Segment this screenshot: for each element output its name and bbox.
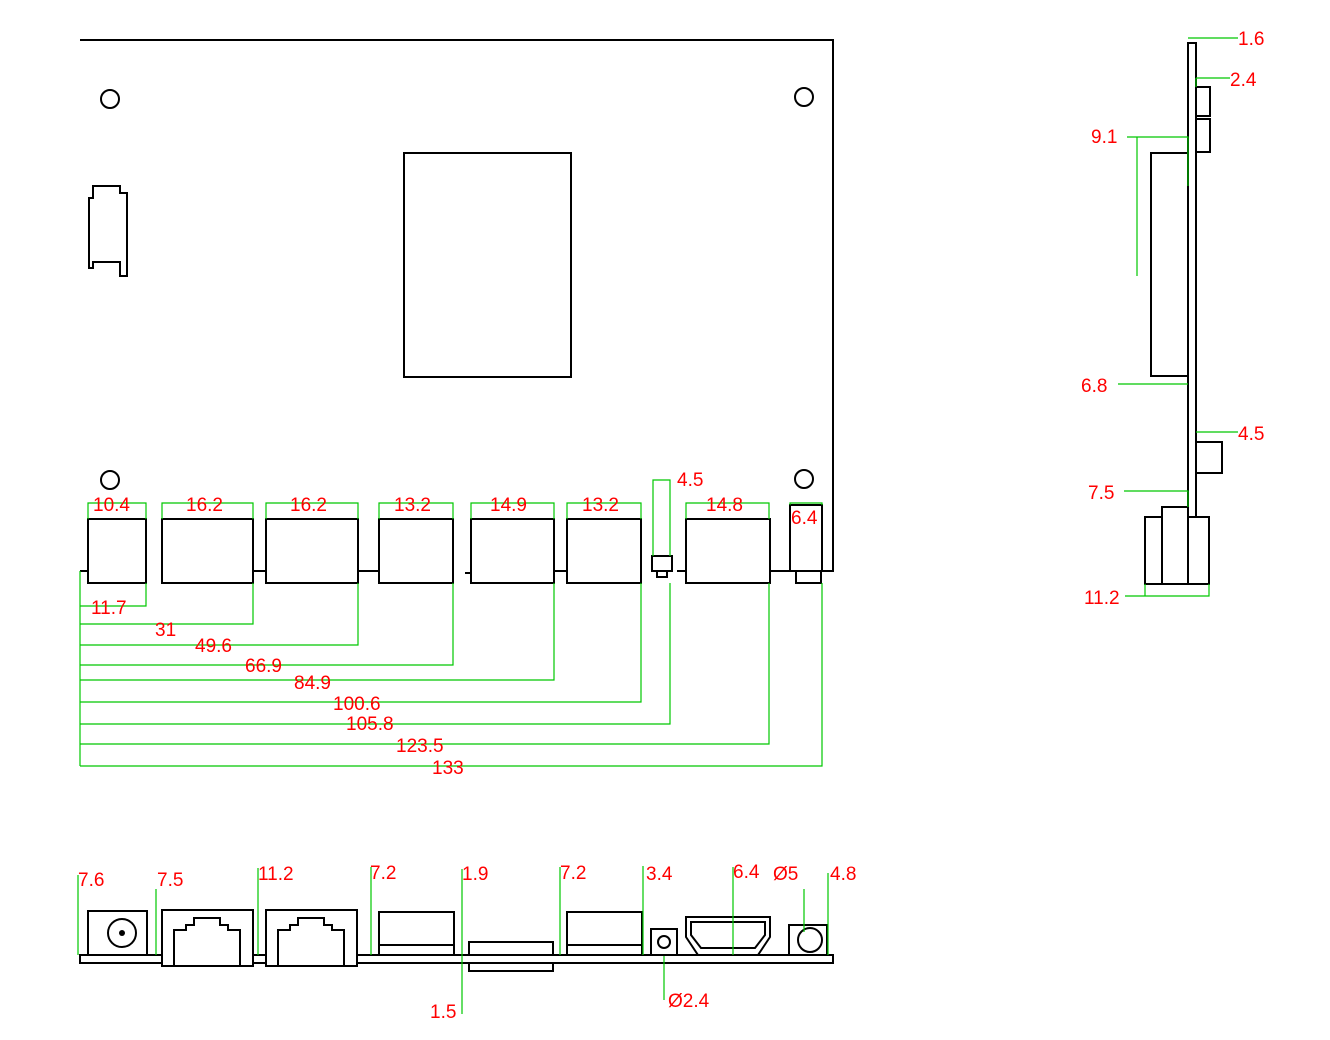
mounting-hole: [100, 89, 120, 109]
dim-label: 4.5: [1238, 424, 1264, 445]
front-usb-2: [566, 911, 643, 956]
front-led-lens: [657, 935, 671, 949]
port-usb-2: [566, 518, 642, 584]
dim-label: 4.5: [677, 470, 703, 491]
dim-label: Ø2.4: [668, 991, 710, 1012]
board-outline: [80, 39, 834, 572]
front-dc-jack-pin: [119, 930, 125, 936]
front-audio: [788, 924, 828, 956]
front-audio-jack: [797, 927, 823, 953]
front-view: 7.6 7.5 11.2 7.2 1.9 7.2 3.4 6.4 Ø5 4.8 …: [77, 862, 856, 1023]
dim-label: 7.5: [1088, 483, 1114, 504]
port-dc-jack: [87, 518, 147, 584]
front-dc-jack-ring: [107, 918, 137, 948]
front-hdmi-inner: [690, 921, 766, 949]
dim-label: 84.9: [294, 673, 331, 694]
front-dc-jack: [87, 910, 148, 956]
side-component: [1195, 118, 1211, 153]
dim-label: 66.9: [245, 656, 282, 677]
dim-label: 123.5: [396, 736, 444, 757]
mounting-hole: [100, 470, 120, 490]
dim-label: 7.2: [560, 863, 586, 884]
cpu-heatsink: [403, 152, 572, 378]
dim-label: 14.8: [706, 495, 743, 516]
dim-label: 1.6: [1238, 29, 1264, 50]
front-board: [79, 954, 834, 964]
dim-label: 6.4: [733, 862, 760, 883]
dim-label: 105.8: [346, 714, 394, 735]
dim-label: 11.2: [1084, 588, 1120, 609]
dim-label: 7.6: [78, 870, 104, 891]
side-component: [1195, 86, 1211, 117]
side-connector: [88, 185, 128, 277]
port-sd-card: [470, 518, 555, 584]
dim-label: 31: [155, 620, 176, 641]
dim-label: 3.4: [646, 864, 673, 885]
mounting-hole: [794, 87, 814, 107]
dim-label: Ø5: [773, 864, 798, 885]
dim-label: 9.1: [1091, 127, 1117, 148]
side-heatsink: [1150, 152, 1189, 377]
dim-label: 13.2: [582, 495, 619, 516]
front-sd-top: [468, 941, 554, 956]
port-led-pin: [656, 570, 668, 578]
port-rj45-1: [161, 518, 254, 584]
dim-label: 6.8: [1081, 376, 1107, 397]
front-dim-lines: [77, 866, 829, 1014]
rj45-socket-outline: [277, 917, 345, 966]
port-usb-1: [378, 518, 454, 584]
front-sd-bottom: [468, 962, 554, 972]
dim-label: 2.4: [1230, 70, 1257, 91]
dim-label: 16.2: [186, 495, 223, 516]
dim-label: 7.2: [370, 863, 396, 884]
side-view: 1.6 2.4 9.1 6.8 4.5 7.5 11.2: [1081, 29, 1264, 609]
front-rj45-2: [265, 909, 358, 967]
port-rj45-2: [265, 518, 359, 584]
side-component: [1195, 441, 1223, 474]
mounting-hole: [794, 469, 814, 489]
dim-label: 16.2: [290, 495, 327, 516]
front-rj45-1: [161, 909, 254, 967]
dim-label: 6.4: [791, 508, 818, 529]
dim-label: 133: [432, 758, 464, 779]
dim-label: 13.2: [394, 495, 431, 516]
dim-label: 1.5: [430, 1002, 456, 1023]
front-led: [650, 928, 678, 956]
dim-label: 100.6: [333, 694, 381, 715]
dim-label: 4.8: [830, 864, 856, 885]
top-view: 10.4 16.2 16.2 13.2 14.9 13.2 4.5 14.8 6…: [79, 39, 834, 779]
side-connector-inner: [1161, 506, 1189, 585]
dim-label: 49.6: [195, 636, 232, 657]
dim-label: 11.2: [258, 864, 294, 885]
offset-dim-lines: [79, 571, 823, 767]
rj45-socket-outline: [173, 917, 241, 966]
dim-label: 14.9: [490, 495, 527, 516]
dim-label: 7.5: [157, 870, 183, 891]
side-board: [1187, 42, 1197, 584]
dim-label: 10.4: [93, 495, 130, 516]
port-led: [651, 555, 673, 572]
front-usb-1: [378, 911, 455, 956]
dim-label: 11.7: [91, 598, 127, 619]
front-hdmi: [685, 916, 771, 956]
port-hdmi: [685, 518, 771, 584]
width-dim-lines: [87, 479, 823, 556]
dim-label: 1.9: [462, 864, 488, 885]
side-dim-lines: [1118, 37, 1238, 597]
port-audio-tip: [795, 570, 822, 584]
